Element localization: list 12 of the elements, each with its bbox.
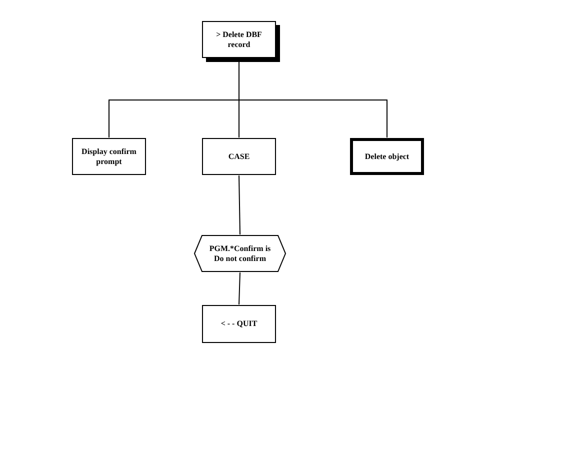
connector-line [238,272,240,305]
process-box [72,138,146,175]
node-label: Delete object [364,152,410,162]
node-label: Display confirm prompt [80,147,138,166]
node-label: > Delete DBF record [215,30,263,49]
connector-line [238,175,240,235]
process-box [202,305,276,343]
process-box [350,138,424,175]
node-label: PGM.*Confirm is Do not confirm [208,244,272,263]
process-box [202,138,276,175]
node-label: CASE [227,152,251,162]
node-label: < - - QUIT [220,319,258,329]
